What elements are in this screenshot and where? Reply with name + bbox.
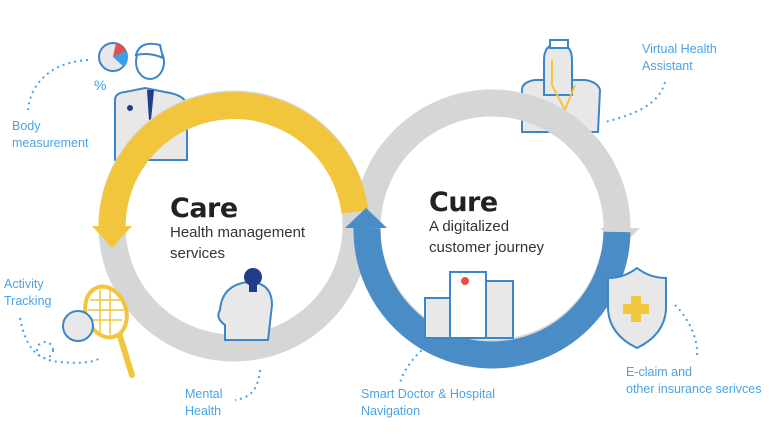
hospital-icon <box>424 271 514 339</box>
tennis-ball-icon <box>62 310 94 342</box>
label-virtual-assistant: Virtual Health Assistant <box>642 41 717 75</box>
head-lightbulb-icon <box>217 268 274 341</box>
label-activity-tracking: Activity Tracking <box>4 276 51 310</box>
label-line: Smart Doctor & Hospital <box>361 387 496 401</box>
label-line: other insurance serivces <box>626 382 762 396</box>
care-title: Care <box>170 193 238 224</box>
cure-subtitle-line: customer journey <box>429 239 545 256</box>
care-subtitle-line: services <box>170 245 226 262</box>
care-subtitle: Health management services <box>170 222 305 264</box>
tennis-racket-icon <box>83 284 135 378</box>
label-line: Mental <box>185 387 223 401</box>
label-line: Assistant <box>642 59 693 73</box>
label-line: Tracking <box>4 294 52 308</box>
cure-subtitle-line: A digitalized <box>429 218 510 235</box>
cure-arrowhead <box>345 208 387 228</box>
cure-title: Cure <box>429 187 498 218</box>
care-arrowhead <box>92 226 132 248</box>
label-line: Virtual Health <box>642 42 717 56</box>
cure-subtitle: A digitalized customer journey <box>429 216 544 258</box>
label-line: Activity <box>4 277 44 291</box>
care-yellow-arc <box>92 92 369 248</box>
label-line: E-claim and <box>626 365 692 379</box>
cure-blue-arc <box>345 208 631 369</box>
percent-icon: % <box>94 77 106 93</box>
label-smart-doctor: Smart Doctor & Hospital Navigation <box>361 386 495 420</box>
label-mental-health: Mental Health <box>185 386 223 420</box>
label-line: Body <box>12 119 41 133</box>
label-body-measurement: Body measurement <box>12 118 88 152</box>
label-line: Navigation <box>361 404 421 418</box>
shield-icon <box>607 266 667 350</box>
nurse-icon <box>521 39 602 133</box>
care-subtitle-line: Health management <box>170 224 306 241</box>
label-eclaim: E-claim and other insurance serivces <box>626 364 761 398</box>
label-line: Health <box>185 404 222 418</box>
pie-chart-icon: % <box>94 42 128 93</box>
label-line: measurement <box>12 136 89 150</box>
